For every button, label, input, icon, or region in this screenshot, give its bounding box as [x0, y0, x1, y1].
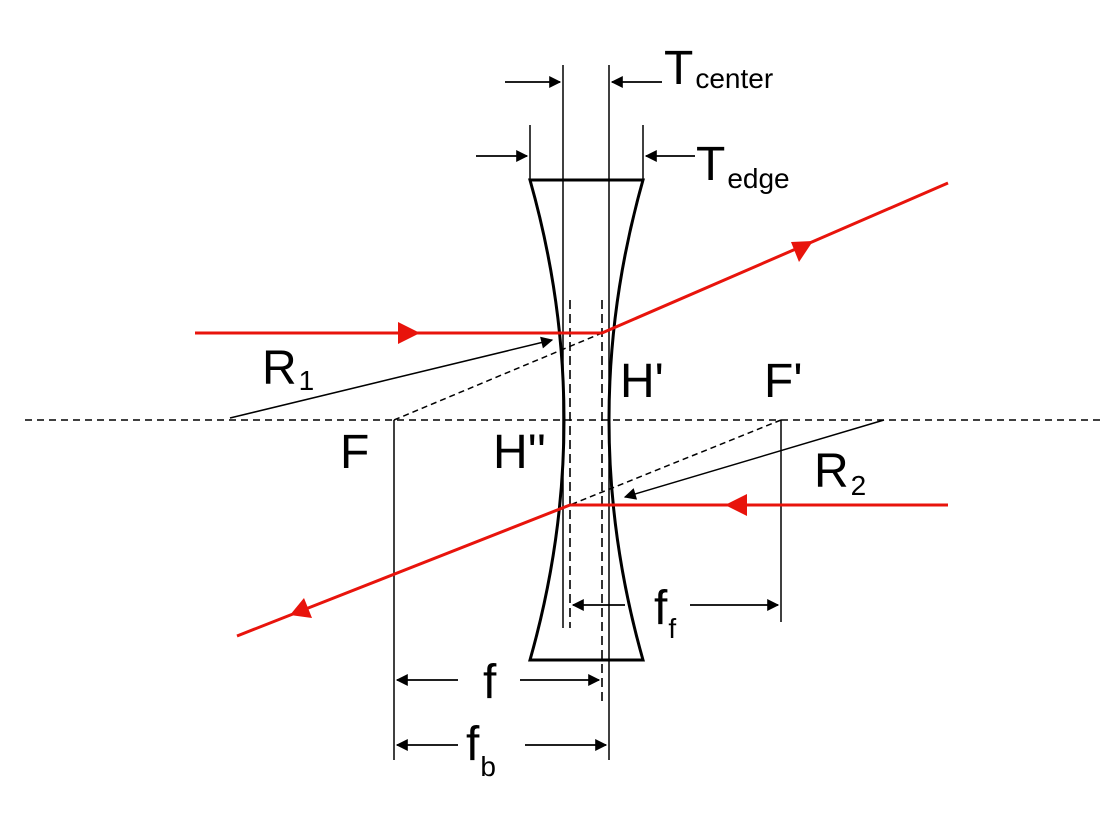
biconcave-lens — [528, 178, 645, 662]
h-double-prime-label: H'' — [493, 426, 546, 479]
ray-upper — [195, 181, 949, 335]
r2-label: R2 — [814, 445, 866, 501]
virtual-ray-upper — [393, 332, 603, 421]
ray-lower-arrowhead-in — [725, 494, 747, 516]
t-edge-label: Tedge — [696, 138, 790, 194]
virtual-ray-lower — [569, 419, 782, 506]
f-label: f — [483, 656, 497, 709]
r2-radius-line — [623, 419, 885, 500]
t-center-label: Tcenter — [664, 42, 773, 95]
ray-upper-arrowhead-out — [791, 241, 813, 262]
ray-lower-arrowhead-out — [290, 598, 312, 618]
ff-label: ff — [654, 582, 676, 644]
ray-lower — [236, 503, 948, 638]
ray-upper-arrowhead-in — [398, 322, 420, 344]
r1-label: R1 — [262, 342, 314, 396]
r1-radius-line — [229, 336, 554, 419]
fb-label: fb — [466, 718, 496, 782]
f-point-label: F — [340, 426, 369, 479]
h-prime-label: H' — [620, 355, 664, 408]
f-prime-point-label: F' — [764, 355, 802, 408]
